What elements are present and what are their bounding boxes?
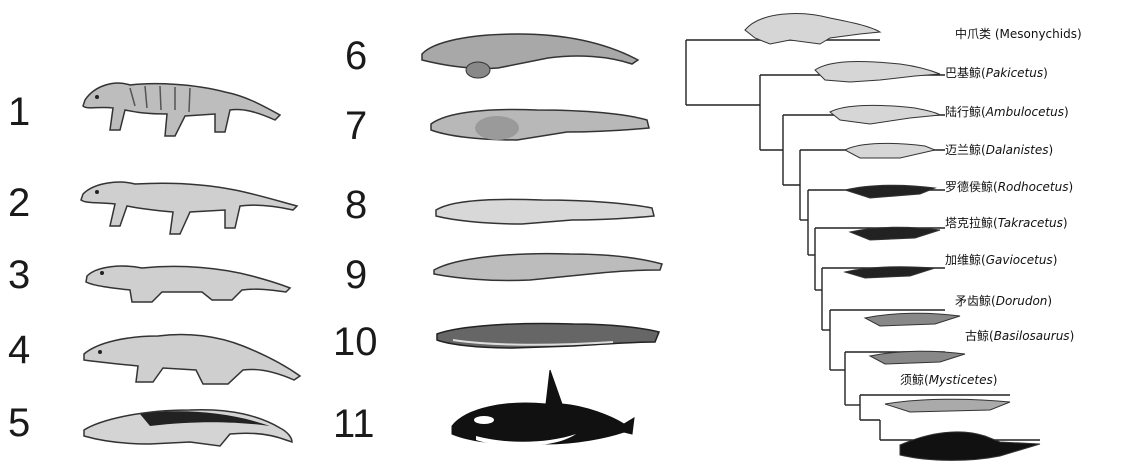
tree-label-mysticetes: 须鲸(Mysticetes) [900,373,997,387]
tree-label-rodhocetus: 罗德侯鲸(Rodhocetus) [945,180,1073,194]
tree-label-pakicetus: 巴基鲸(Pakicetus) [945,66,1048,80]
tree-label-basilosaurus: 古鲸(Basilosaurus) [965,329,1074,343]
tree-label-dorudon: 矛齿鲸(Dorudon) [955,294,1052,308]
tree-label-gaviocetus: 加维鲸(Gaviocetus) [945,253,1057,267]
tree-label-dalanistes: 迈兰鲸(Dalanistes) [945,143,1053,157]
tree-label-takracetus: 塔克拉鲸(Takracetus) [945,216,1068,230]
tree-label-mesonychids: 中爪类 (Mesonychids) [955,27,1082,41]
tree-label-ambulocetus: 陆行鲸(Ambulocetus) [945,105,1069,119]
